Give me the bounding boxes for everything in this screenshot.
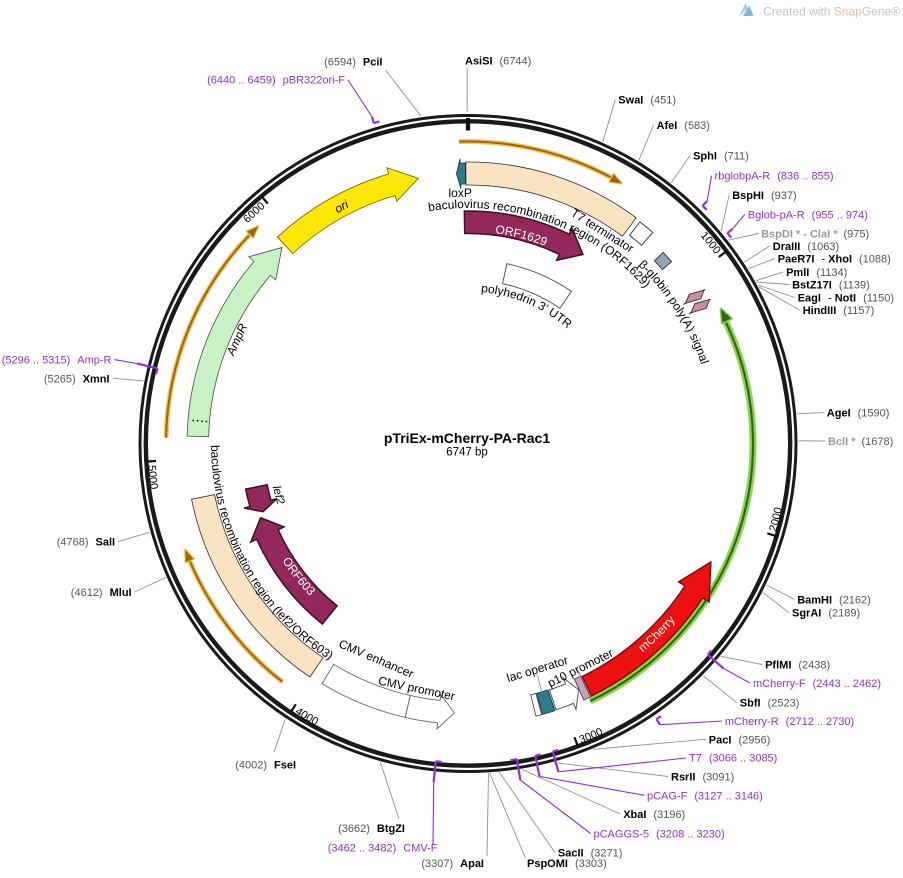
svg-text:rbglobpA-R(836 .. 855): rbglobpA-R(836 .. 855) (715, 171, 834, 183)
svg-text:(4002)FseI: (4002)FseI (235, 760, 296, 772)
svg-text:pCAG-F(3127 .. 3146): pCAG-F(3127 .. 3146) (647, 791, 763, 803)
svg-text:PmlI(1134): PmlI(1134) (786, 267, 847, 279)
svg-text:Bglob-pA-R(955 .. 974): Bglob-pA-R(955 .. 974) (748, 209, 868, 221)
svg-text:SacII(3271): SacII(3271) (558, 848, 622, 860)
svg-text:(4612)MluI: (4612)MluI (71, 587, 132, 599)
svg-text:PaeR7I - XhoI(1088): PaeR7I - XhoI(1088) (778, 254, 891, 266)
svg-text:BclI *(1678): BclI *(1678) (828, 436, 893, 448)
svg-text:mCherry-F(2443 .. 2462): mCherry-F(2443 .. 2462) (753, 678, 881, 690)
svg-text:BamHI(2162): BamHI(2162) (797, 594, 871, 606)
svg-text:(3662)BtgZI: (3662)BtgZI (338, 823, 405, 835)
svg-text:(5265)XmnI: (5265)XmnI (44, 373, 110, 385)
svg-text:BstZ17I(1139): BstZ17I(1139) (792, 280, 870, 292)
svg-text:BspDI * - ClaI *(975): BspDI * - ClaI *(975) (761, 228, 869, 240)
svg-text:(6440 .. 6459)pBR322ori-F: (6440 .. 6459)pBR322ori-F (207, 75, 345, 87)
svg-text:6747 bp: 6747 bp (446, 447, 488, 459)
svg-text:PacI(2956): PacI(2956) (709, 734, 770, 746)
svg-text:ori: ori (332, 197, 351, 216)
svg-text:AfeI(583): AfeI(583) (657, 120, 710, 132)
svg-text:2000: 2000 (767, 506, 784, 532)
svg-text:PspOMI(3303): PspOMI(3303) (527, 858, 607, 870)
svg-text:DraIII(1063): DraIII(1063) (773, 241, 839, 253)
svg-text:SgrAI(2189): SgrAI(2189) (792, 608, 860, 620)
svg-text:SphI(711): SphI(711) (693, 151, 749, 163)
svg-text:HindIII(1157): HindIII(1157) (803, 305, 875, 317)
svg-text:(4768)SalI: (4768)SalI (57, 537, 115, 549)
svg-text:XbaI(3196): XbaI(3196) (623, 809, 685, 821)
svg-text:SwaI(451): SwaI(451) (618, 95, 676, 107)
svg-text:(6594)PciI: (6594)PciI (324, 57, 382, 69)
svg-text:T7(3066 .. 3085): T7(3066 .. 3085) (689, 753, 777, 765)
svg-text:(3462 .. 3482)CMV-F: (3462 .. 3482)CMV-F (328, 843, 438, 855)
svg-text:SbfI(2523): SbfI(2523) (740, 698, 800, 710)
svg-text:RsrII(3091): RsrII(3091) (671, 772, 734, 784)
svg-text:EagI - NotI(1150): EagI - NotI(1150) (798, 293, 894, 305)
svg-text:AgeI(1590): AgeI(1590) (827, 408, 890, 420)
svg-text:AsiSI(6744): AsiSI(6744) (465, 56, 531, 68)
svg-text:lef2: lef2 (270, 485, 287, 507)
svg-text:BspHI(937): BspHI(937) (732, 190, 796, 202)
svg-text:mCherry-R(2712 .. 2730): mCherry-R(2712 .. 2730) (725, 716, 854, 728)
svg-text:(3307)ApaI: (3307)ApaI (421, 858, 484, 870)
svg-text:pCAGGS-5(3208 .. 3230): pCAGGS-5(3208 .. 3230) (594, 829, 725, 841)
svg-text:pTriEx-mCherry-PA-Rac1: pTriEx-mCherry-PA-Rac1 (384, 430, 550, 446)
svg-text:5000: 5000 (145, 465, 160, 490)
svg-text:PflMI(2438): PflMI(2438) (765, 660, 830, 672)
svg-text:loxP: loxP (449, 186, 472, 200)
svg-text:(5296 .. 5315)Amp-R: (5296 .. 5315)Amp-R (2, 355, 112, 367)
svg-text:Created with SnapGene®: Created with SnapGene® (763, 5, 900, 19)
